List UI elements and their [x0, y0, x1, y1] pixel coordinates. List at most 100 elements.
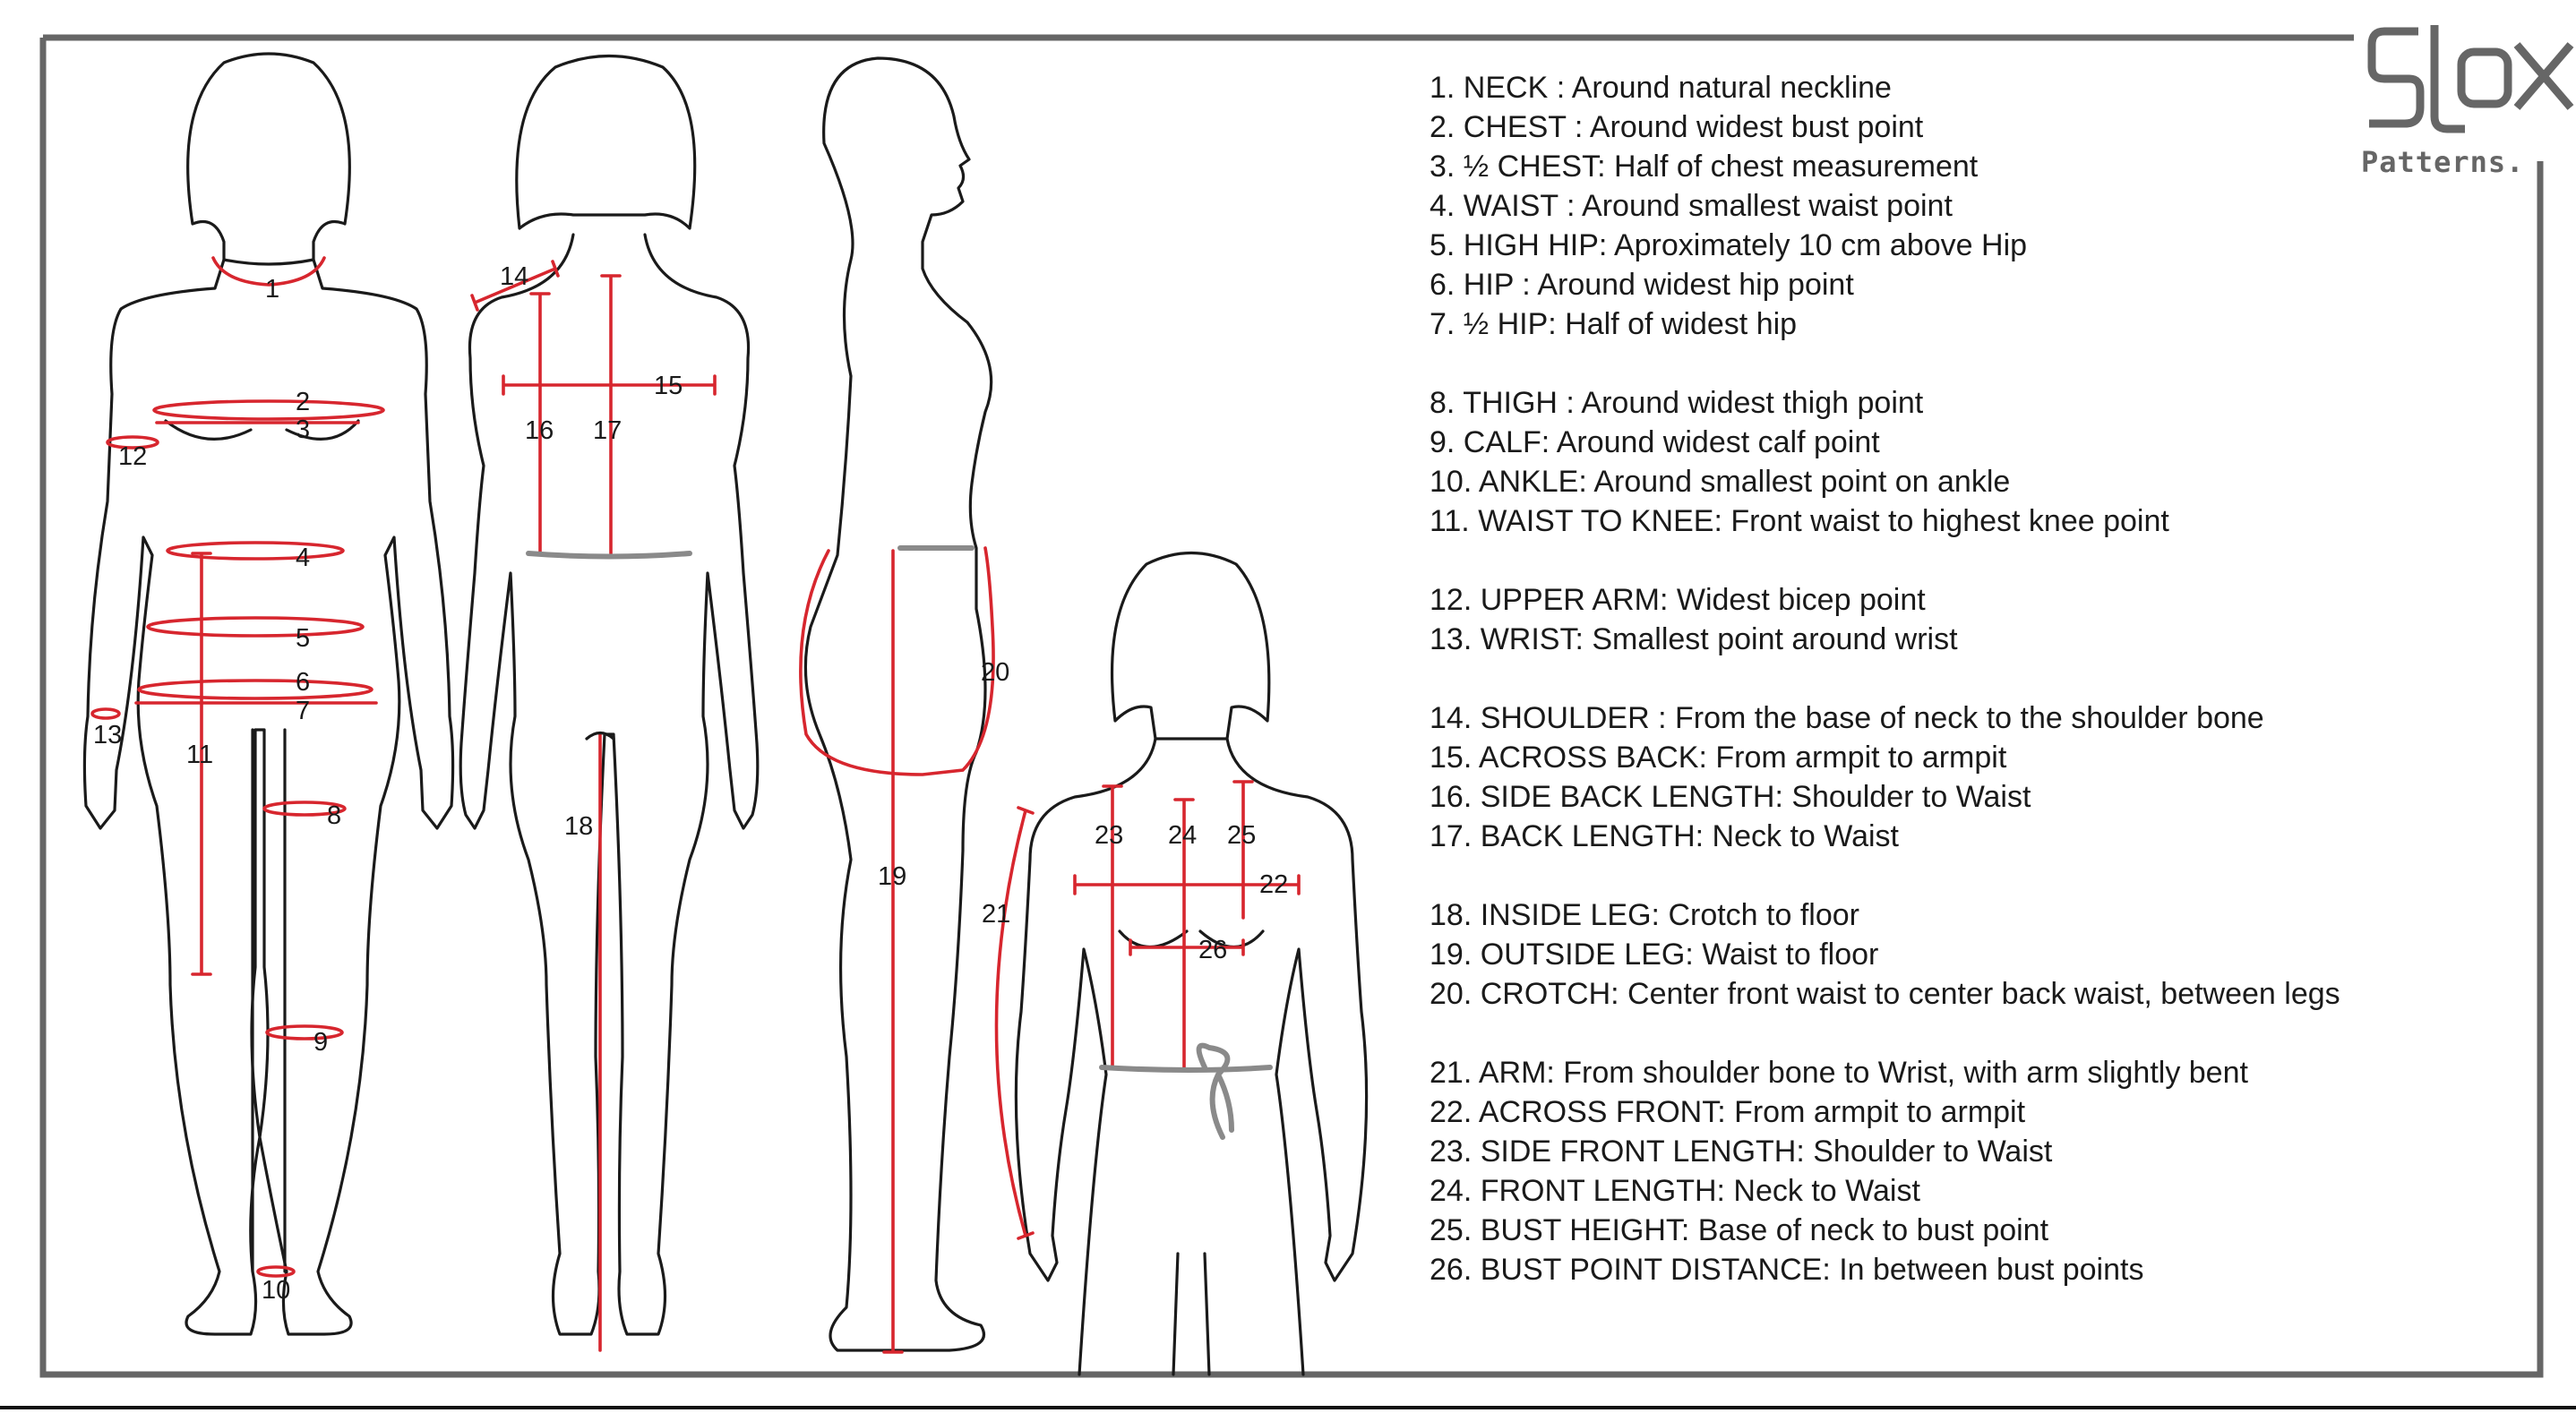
measure-waist-to-knee [191, 552, 212, 976]
label-17: 17 [593, 416, 622, 445]
measure-shoulder [470, 260, 560, 312]
legend-line: 5. HIGH HIP: Aproximately 10 cm above Hi… [1430, 228, 2027, 262]
drawstring-bow [1196, 1042, 1234, 1140]
label-13: 13 [93, 721, 122, 749]
label-9: 9 [313, 1028, 328, 1057]
legend-line: 25. BUST HEIGHT: Base of neck to bust po… [1430, 1213, 2049, 1247]
label-21: 21 [982, 900, 1010, 929]
label-3: 3 [296, 415, 310, 444]
figure-back-full [459, 54, 760, 1336]
legend-line: 24. FRONT LENGTH: Neck to Waist [1430, 1174, 1920, 1208]
bust-lines [164, 419, 360, 441]
measure-back-length [600, 274, 622, 555]
measure-thigh [262, 801, 347, 817]
label-4: 4 [296, 544, 310, 572]
label-22: 22 [1259, 870, 1288, 899]
measure-bust-distance [1129, 938, 1245, 956]
label-6: 6 [296, 668, 310, 697]
measure-chest [152, 399, 385, 421]
legend-line: 17. BACK LENGTH: Neck to Waist [1430, 819, 1900, 853]
label-14: 14 [500, 262, 528, 291]
legend-line: 21. ARM: From shoulder bone to Wrist, wi… [1430, 1056, 2249, 1090]
legend-line: 14. SHOULDER : From the base of neck to … [1430, 701, 2264, 735]
legend-line: 2. CHEST : Around widest bust point [1430, 110, 1924, 144]
label-18: 18 [564, 812, 593, 841]
upper-measurements [994, 780, 1301, 1240]
label-7: 7 [296, 697, 310, 725]
stox-logo: Patterns. [2361, 25, 2574, 179]
legend-line: 7. ½ HIP: Half of widest hip [1430, 307, 1797, 341]
upper-body-outline [1014, 737, 1369, 1376]
label-19: 19 [878, 862, 906, 891]
legend-line: 9. CALF: Around widest calf point [1430, 425, 1880, 459]
measure-outside-leg [882, 549, 904, 1354]
legend-line: 22. ACROSS FRONT: From armpit to armpit [1430, 1095, 2026, 1129]
label-24: 24 [1168, 821, 1197, 850]
legend-line: 10. ANKLE: Around smallest point on ankl… [1430, 465, 2010, 499]
measure-upper-arm [106, 435, 159, 450]
measure-hip [137, 679, 374, 700]
figure-front-full [82, 52, 455, 1336]
legend-line: 13. WRIST: Smallest point around wrist [1430, 622, 1958, 656]
label-15: 15 [654, 372, 683, 400]
legend-line: 3. ½ CHEST: Half of chest measurement [1430, 150, 1979, 184]
front-labels: 1 2 3 4 5 6 7 8 9 10 11 12 13 [93, 275, 341, 1305]
front-measurements [90, 256, 385, 1278]
legend-line: 6. HIP : Around widest hip point [1430, 268, 1854, 302]
measure-waist [166, 541, 345, 561]
legend-line: 15. ACROSS BACK: From armpit to armpit [1430, 741, 2007, 775]
label-2: 2 [296, 388, 310, 416]
measure-neck [211, 256, 326, 287]
side-measurements [799, 545, 995, 1354]
measure-crotch [799, 546, 995, 776]
measure-high-hip [146, 616, 365, 638]
measure-bust-height [1232, 780, 1254, 920]
legend-line: 1. NECK : Around natural neckline [1430, 71, 1892, 105]
head-hair-back [515, 54, 697, 230]
label-11: 11 [186, 741, 213, 769]
upper-head-hair [1110, 552, 1271, 741]
label-8: 8 [327, 801, 341, 830]
upper-labels: 21 22 23 24 25 26 [982, 821, 1288, 964]
back-measurements [470, 260, 717, 1352]
side-body-outline [803, 56, 993, 1352]
legend-line: 11. WAIST TO KNEE: Front waist to highes… [1430, 504, 2169, 538]
measure-arm [994, 806, 1035, 1240]
logo-text: Patterns. [2361, 145, 2524, 179]
measure-ankle [256, 1265, 296, 1278]
measure-front-length [1173, 798, 1195, 1069]
upper-leg-lines [1172, 1252, 1211, 1376]
legend-line: 8. THIGH : Around widest thigh point [1430, 386, 1924, 420]
side-labels: 19 20 [878, 658, 1009, 891]
label-20: 20 [981, 658, 1009, 687]
measurement-legend: 1. NECK : Around natural neckline 2. CHE… [1430, 71, 2340, 1287]
figure-side-profile [803, 56, 993, 1352]
back-waistband [526, 551, 692, 560]
legend-line: 26. BUST POINT DISTANCE: In between bust… [1430, 1253, 2143, 1287]
label-5: 5 [296, 624, 310, 653]
measure-across-back [502, 374, 717, 396]
legend-line: 4. WAIST : Around smallest waist point [1430, 189, 1953, 223]
crotch-mark [585, 731, 615, 741]
label-10: 10 [262, 1276, 290, 1305]
figure-front-upper [1014, 552, 1369, 1376]
measure-wrist [90, 707, 121, 720]
back-labels: 14 15 16 17 18 [500, 262, 683, 841]
label-1: 1 [265, 275, 279, 304]
head-hair [186, 52, 351, 266]
legend-line: 20. CROTCH: Center front waist to center… [1430, 977, 2340, 1011]
body-outline [82, 258, 455, 1336]
upper-bust-lines [1118, 929, 1265, 949]
label-23: 23 [1095, 821, 1123, 850]
measure-calf [265, 1024, 344, 1040]
legend-line: 16. SIDE BACK LENGTH: Shoulder to Waist [1430, 780, 2031, 814]
back-body-outline [459, 233, 760, 1336]
measure-side-back [529, 292, 551, 555]
legend-line: 12. UPPER ARM: Widest bicep point [1430, 583, 1926, 617]
frame-border [39, 34, 2544, 1378]
label-16: 16 [525, 416, 554, 445]
legend-line: 23. SIDE FRONT LENGTH: Shoulder to Waist [1430, 1135, 2053, 1169]
leg-gap [251, 728, 287, 1273]
legend-line: 18. INSIDE LEG: Crotch to floor [1430, 898, 1859, 932]
measure-side-front [1102, 784, 1123, 1069]
